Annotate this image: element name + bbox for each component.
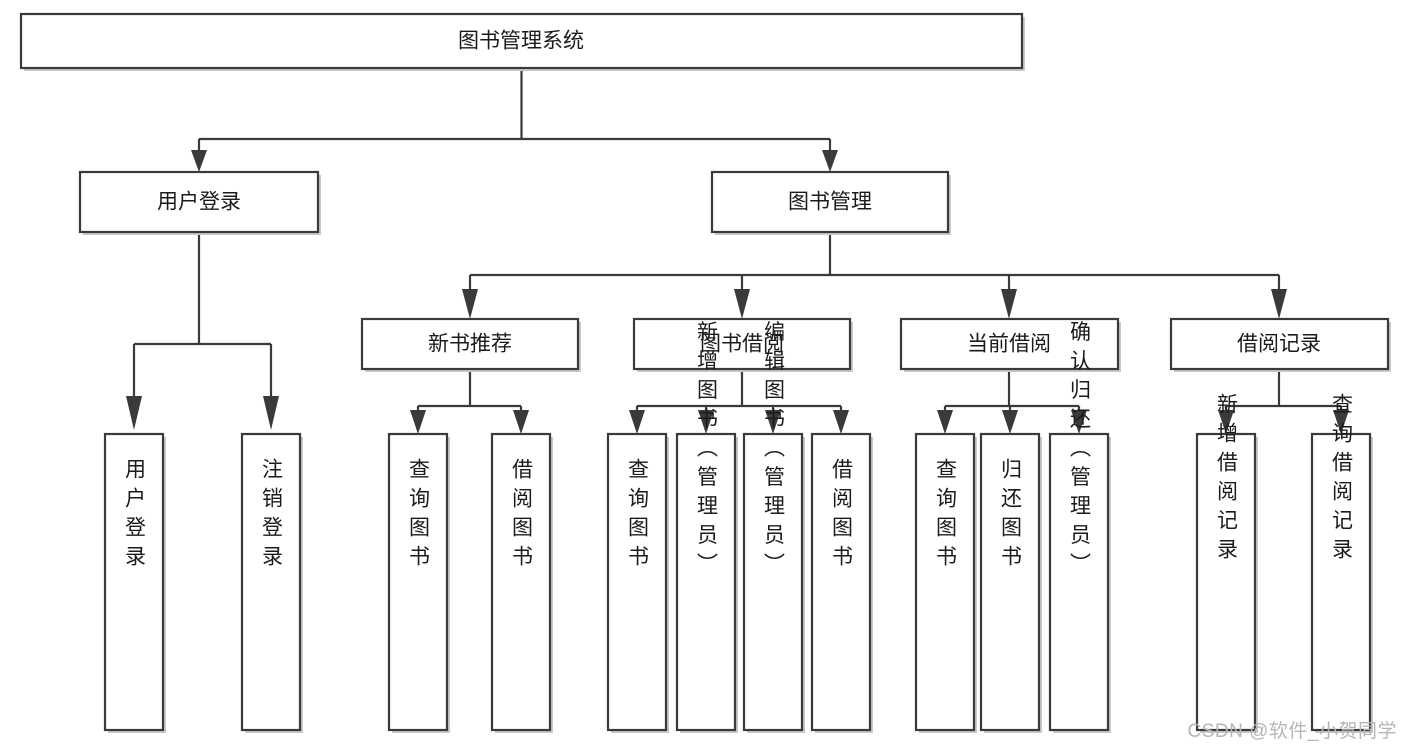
arrow-bookmanage-to-new-book — [462, 289, 478, 319]
connector-group-current-borrow — [937, 372, 1087, 434]
leaf-current-borrow-1-label: 查询图书 — [934, 458, 958, 574]
connector-group-user-login — [126, 232, 279, 430]
connector-group-borrow-record — [1218, 372, 1349, 434]
leaf-book-borrow-1[interactable]: 查询图书 — [606, 432, 669, 733]
node-book-manage[interactable]: 图书管理 — [710, 170, 951, 235]
arrow-newbook-leaf-1 — [410, 410, 426, 434]
arrow-bookborrow-leaf-4 — [833, 410, 849, 434]
leaf-book-borrow-4-label: 借阅图书 — [830, 458, 854, 574]
leaf-current-borrow-3-box — [1048, 432, 1110, 732]
node-book-manage-box — [710, 170, 950, 234]
arrow-bookmanage-to-borrow — [734, 289, 750, 319]
leaf-user-login-1-box — [103, 432, 165, 732]
arrow-currentborrow-leaf-2 — [1002, 410, 1018, 434]
node-book-borrow-box — [632, 317, 852, 371]
node-current-borrow[interactable]: 当前借阅 — [899, 317, 1121, 372]
leaf-current-borrow-2[interactable]: 归还图书 — [979, 432, 1042, 733]
leaf-book-borrow-3-box — [742, 432, 804, 732]
csdn-watermark: CSDN @软件_小贺同学 — [1187, 721, 1397, 742]
leaf-current-borrow-2-box — [979, 432, 1041, 732]
arrow-root-to-book-manage — [822, 150, 838, 172]
node-borrow-record-label: 借阅记录 — [1237, 333, 1321, 356]
leaf-current-borrow-1[interactable]: 查询图书 — [914, 432, 977, 733]
leaf-borrow-record-2-box — [1310, 432, 1372, 732]
leaf-current-borrow-1-box — [914, 432, 976, 732]
arrow-bookborrow-leaf-1 — [629, 410, 645, 434]
leaf-new-book-1[interactable]: 查询图书 — [387, 432, 450, 733]
leaf-new-book-1-label: 查询图书 — [407, 458, 431, 574]
arrow-bookborrow-leaf-3 — [765, 410, 781, 434]
node-new-book-recommend-box — [360, 317, 580, 371]
arrow-bookmanage-to-current — [1001, 289, 1017, 319]
leaf-borrow-record-1-label: 新增借阅记录 — [1215, 393, 1239, 567]
leaf-book-borrow-2-box — [675, 432, 737, 732]
leaf-current-borrow-3-label: 确认归还（管理员） — [1068, 321, 1092, 582]
arrow-bookmanage-to-record — [1271, 289, 1287, 319]
leaf-new-book-2-label: 借阅图书 — [510, 458, 534, 574]
connector-group-new-book — [410, 372, 529, 434]
node-book-borrow[interactable]: 图书借阅 — [632, 317, 853, 372]
node-book-manage-label: 图书管理 — [788, 191, 872, 214]
leaf-user-login-2-box — [240, 432, 302, 732]
arrow-root-to-user-login — [191, 150, 207, 172]
node-borrow-record[interactable]: 借阅记录 — [1169, 317, 1391, 372]
arrow-borrowrecord-leaf-1 — [1218, 410, 1234, 434]
node-current-borrow-box — [899, 317, 1120, 371]
leaf-new-book-1-box — [387, 432, 449, 732]
leaf-borrow-record-1[interactable]: 新增借阅记录 — [1195, 393, 1258, 733]
node-root[interactable]: 图书管理系统 — [19, 12, 1025, 71]
connector-group-book-manage — [462, 232, 1287, 319]
leaf-borrow-record-2-label: 查询借阅记录 — [1330, 393, 1354, 567]
node-root-box — [19, 12, 1024, 70]
leaf-book-borrow-1-label: 查询图书 — [626, 458, 650, 574]
arrow-userlogin-leaf-2 — [263, 396, 279, 430]
node-borrow-record-box — [1169, 317, 1390, 371]
node-user-login[interactable]: 用户登录 — [78, 170, 321, 235]
arrow-userlogin-leaf-1 — [126, 396, 142, 430]
leaf-user-login-2-label: 注销登录 — [260, 458, 284, 574]
leaf-book-borrow-1-box — [606, 432, 668, 732]
arrow-borrowrecord-leaf-2 — [1333, 410, 1349, 434]
node-new-book-recommend-label: 新书推荐 — [428, 333, 512, 356]
arrow-currentborrow-leaf-3 — [1071, 410, 1087, 434]
leaf-current-borrow-2-label: 归还图书 — [999, 458, 1023, 574]
leaf-book-borrow-2-label: 新增图书（管理员） — [695, 321, 719, 582]
connector-group-root — [191, 68, 838, 172]
leaf-current-borrow-3[interactable]: 确认归还（管理员） — [1048, 321, 1111, 734]
node-current-borrow-label: 当前借阅 — [967, 333, 1051, 356]
leaf-book-borrow-4[interactable]: 借阅图书 — [810, 432, 873, 733]
connector-group-book-borrow — [629, 372, 849, 434]
node-book-borrow-label: 图书借阅 — [700, 333, 784, 356]
leaf-borrow-record-2[interactable]: 查询借阅记录 — [1310, 393, 1373, 733]
arrow-newbook-leaf-2 — [513, 410, 529, 434]
leaf-user-login-2[interactable]: 注销登录 — [240, 432, 303, 733]
node-user-login-box — [78, 170, 320, 234]
arrow-bookborrow-leaf-2 — [698, 410, 714, 434]
leaf-new-book-2-box — [490, 432, 552, 732]
node-user-login-label: 用户登录 — [157, 191, 241, 214]
leaf-book-borrow-4-box — [810, 432, 872, 732]
node-root-label: 图书管理系统 — [458, 30, 584, 53]
leaf-borrow-record-1-box — [1195, 432, 1257, 732]
leaf-user-login-1[interactable]: 用户登录 — [103, 432, 166, 733]
leaf-book-borrow-2[interactable]: 新增图书（管理员） — [675, 321, 738, 734]
arrow-currentborrow-leaf-1 — [937, 410, 953, 434]
leaf-book-borrow-3-label: 编辑图书（管理员） — [762, 321, 786, 582]
leaf-new-book-2[interactable]: 借阅图书 — [490, 432, 553, 733]
leaf-book-borrow-3[interactable]: 编辑图书（管理员） — [742, 321, 805, 734]
node-new-book-recommend[interactable]: 新书推荐 — [360, 317, 581, 372]
leaf-user-login-1-label: 用户登录 — [123, 458, 147, 574]
